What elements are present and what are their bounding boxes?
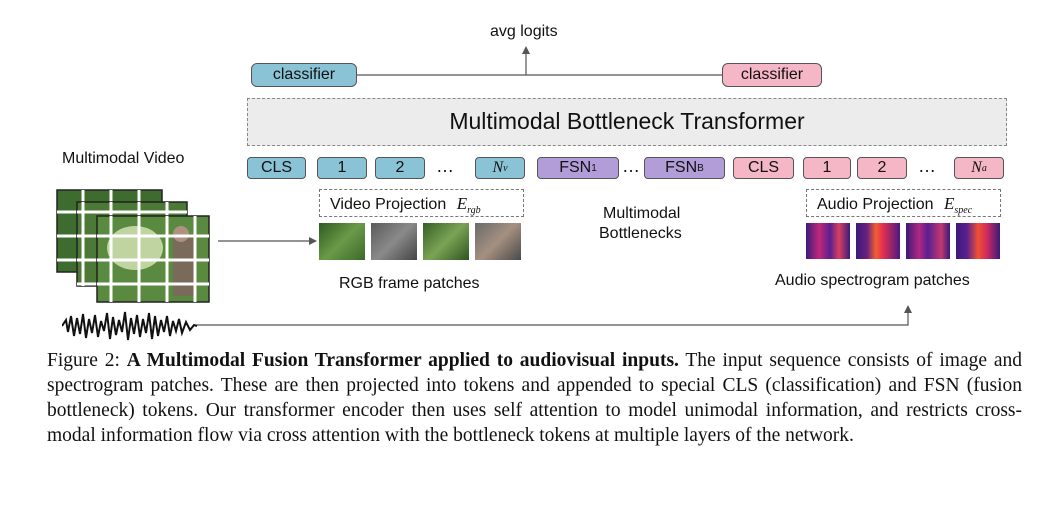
- caption-bold: A Multimodal Fusion Transformer applied …: [126, 350, 679, 371]
- cls-token-audio: CLS: [733, 157, 794, 179]
- bottlenecks-label-line2: Bottlenecks: [599, 225, 682, 242]
- audio-token-2: 2: [857, 157, 907, 179]
- fsn-token-b-subscript: B: [697, 162, 704, 174]
- transformer-title: Multimodal Bottleneck Transformer: [449, 108, 805, 134]
- video-token-1: 1: [317, 157, 367, 179]
- caption-text: The input sequence consists of image and…: [47, 350, 1022, 446]
- bottlenecks-label-line1: Multimodal: [603, 205, 681, 222]
- video-token-2: 2: [375, 157, 425, 179]
- fsn-token-1-label: FSN: [559, 159, 592, 176]
- audio-token-n-symbol: N: [971, 159, 982, 176]
- spectrogram-patch-3: [906, 223, 950, 259]
- audio-projection-label: Audio Projection Espec: [817, 194, 972, 216]
- video-projection-label: Video Projection Ergb: [330, 194, 481, 216]
- fsn-token-1-subscript: 1: [591, 162, 597, 174]
- audio-token-ellipsis: …: [918, 156, 937, 176]
- video-projection-subscript: rgb: [467, 205, 481, 217]
- avg-logits-label: avg logits: [490, 23, 558, 40]
- classifier-right: classifier: [722, 63, 822, 87]
- multimodal-video-label: Multimodal Video: [62, 150, 185, 167]
- video-token-ellipsis: …: [436, 156, 455, 176]
- audio-waveform: [62, 311, 197, 341]
- video-projection-text: Video Projection: [330, 196, 447, 213]
- audio-projection-subscript: spec: [954, 205, 973, 217]
- video-token-n-symbol: N: [492, 159, 504, 176]
- classifier-left: classifier: [251, 63, 357, 87]
- rgb-patch-2: [371, 223, 417, 260]
- rgb-patch-4: [475, 223, 521, 260]
- audio-patches-label: Audio spectrogram patches: [775, 272, 970, 289]
- audio-projection-box: [806, 189, 1001, 217]
- audio-token-1: 1: [803, 157, 851, 179]
- caption-prefix: Figure 2:: [47, 350, 127, 371]
- video-frames-stack: [56, 189, 210, 303]
- spectrogram-patch-4: [956, 223, 1000, 259]
- fsn-token-ellipsis: …: [622, 156, 641, 176]
- rgb-patches-label: RGB frame patches: [339, 275, 480, 292]
- audio-token-n-subscript: a: [981, 162, 987, 174]
- video-projection-box: [319, 189, 524, 217]
- audio-projection-text: Audio Projection: [817, 196, 934, 213]
- fsn-token-b-label: FSN: [665, 159, 698, 176]
- transformer-block: [247, 98, 1007, 146]
- video-token-n-subscript: v: [503, 162, 508, 174]
- spectrogram-patch-1: [806, 223, 850, 259]
- rgb-patch-3: [423, 223, 469, 260]
- spectrogram-patch-2: [856, 223, 900, 259]
- audio-projection-symbol: E: [943, 194, 955, 213]
- figure-caption: Figure 2: A Multimodal Fusion Transforme…: [47, 348, 1022, 448]
- video-projection-symbol: E: [456, 194, 468, 213]
- cls-token-video: CLS: [247, 157, 306, 179]
- rgb-patch-1: [319, 223, 365, 260]
